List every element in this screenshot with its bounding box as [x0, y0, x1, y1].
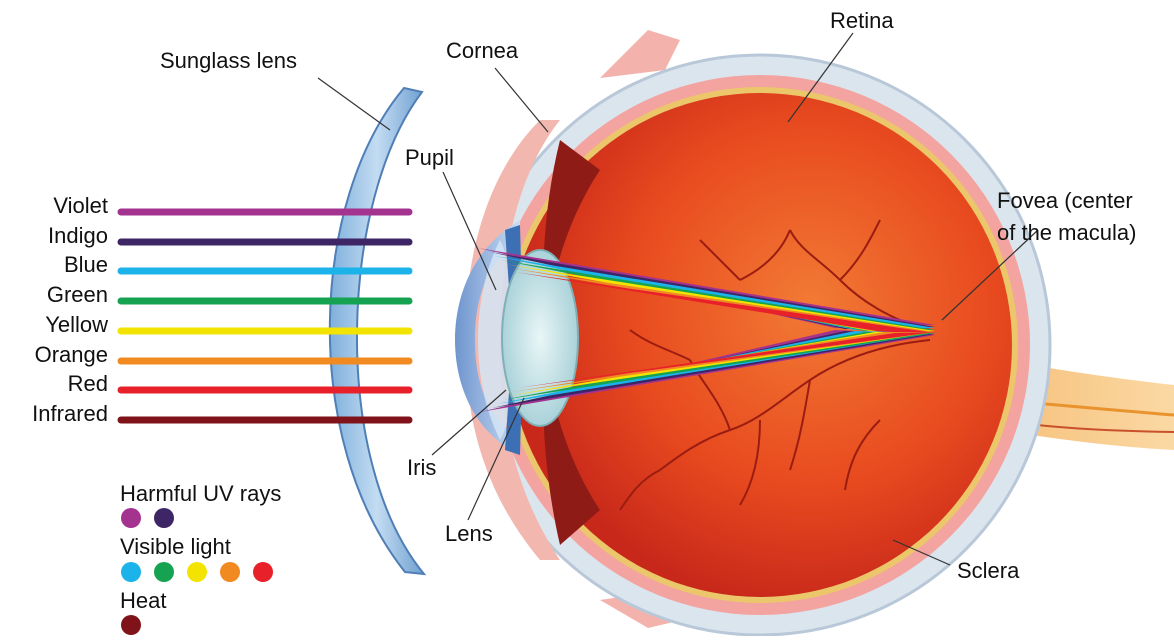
ray-label-indigo: Indigo [48, 223, 108, 248]
visible-swatch [187, 562, 207, 582]
ray-label-orange: Orange [35, 342, 108, 367]
visible-swatch [253, 562, 273, 582]
ray-label-violet: Violet [53, 193, 108, 218]
legend-visible-title: Visible light [120, 534, 231, 559]
uv-swatch [121, 508, 141, 528]
label-retina: Retina [830, 8, 894, 33]
legend-visible-swatches [121, 562, 273, 582]
legend-heat-swatches [121, 615, 141, 635]
legend-uv-title: Harmful UV rays [120, 481, 281, 506]
label-lens: Lens [445, 521, 493, 546]
legend-heat-title: Heat [120, 588, 166, 613]
visible-swatch [220, 562, 240, 582]
label-sunglass-lens: Sunglass lens [160, 48, 297, 73]
label-iris: Iris [407, 455, 436, 480]
ray-label-blue: Blue [64, 252, 108, 277]
legend-uv-swatches [121, 508, 174, 528]
visible-swatch [121, 562, 141, 582]
ray-label-infrared: Infrared [32, 401, 108, 426]
label-sclera: Sclera [957, 558, 1020, 583]
heat-swatch [121, 615, 141, 635]
ray-label-green: Green [47, 282, 108, 307]
label-fovea-line2: of the macula) [997, 220, 1136, 245]
visible-swatch [154, 562, 174, 582]
ray-label-yellow: Yellow [45, 312, 108, 337]
label-cornea: Cornea [446, 38, 519, 63]
uv-swatch [154, 508, 174, 528]
ray-label-red: Red [68, 371, 108, 396]
label-pupil: Pupil [405, 145, 454, 170]
legend: Harmful UV rays Visible light Heat [120, 481, 281, 635]
label-fovea-line1: Fovea (center [997, 188, 1133, 213]
